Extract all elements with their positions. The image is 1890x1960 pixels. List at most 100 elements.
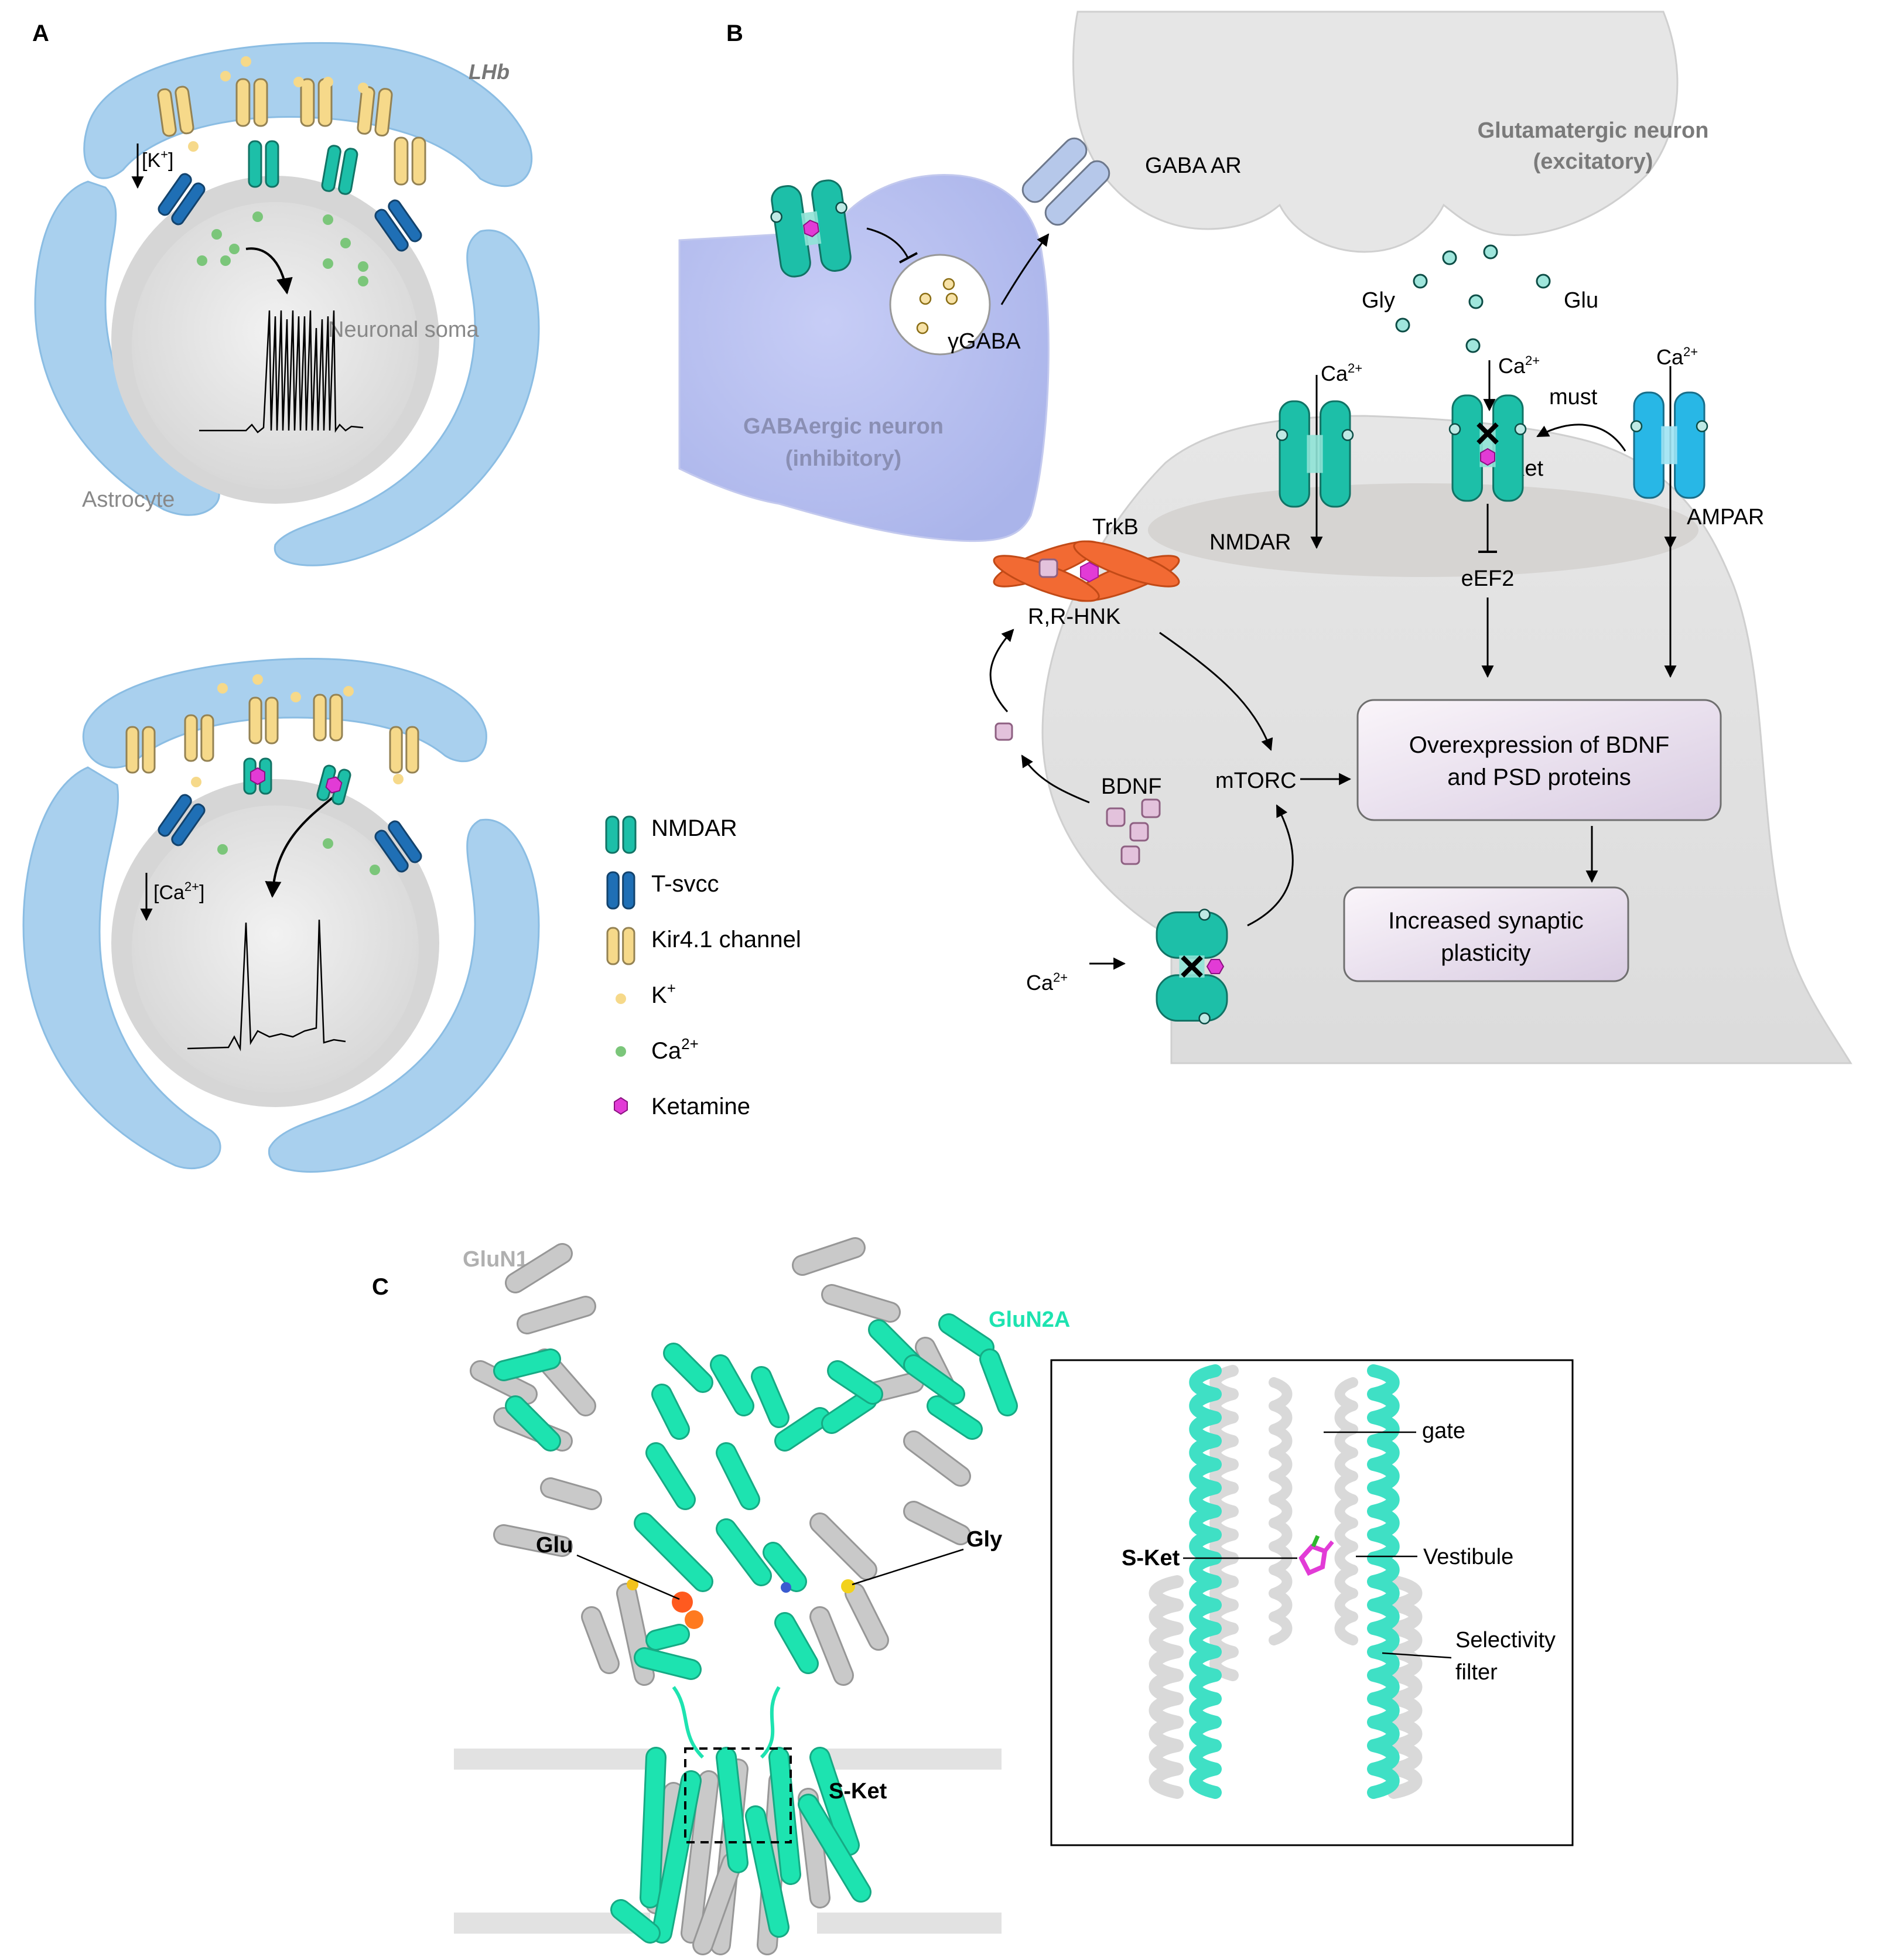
legend-ca-ion-text: Ca2+ — [651, 1035, 699, 1064]
inset-s-ket-label: S-Ket — [1122, 1546, 1180, 1570]
k-ion — [290, 692, 301, 702]
t-svcc-legend-icon — [606, 871, 635, 910]
astrocyte-left — [34, 180, 220, 516]
ketamine-blocked-nmdar — [1448, 394, 1527, 502]
ca-ion — [370, 865, 380, 875]
ca-ion — [197, 255, 207, 266]
gaba-release-arrow — [1000, 233, 1050, 305]
neurotransmitter-molecule — [1465, 338, 1481, 353]
k-ion — [220, 71, 231, 81]
k-ion — [252, 674, 263, 685]
bdnf-cycle-arrow-1 — [989, 629, 1014, 712]
inset-selectivity-label-2: filter — [1455, 1660, 1498, 1685]
neuronal-soma-inner-2 — [132, 805, 419, 1092]
membrane-lower-right — [817, 1913, 1002, 1934]
bdnf-particle — [1129, 822, 1149, 842]
astrocyte-label: Astrocyte — [82, 487, 175, 512]
neurotransmitter-molecule — [1442, 250, 1457, 265]
selectivity-pointer — [1382, 1652, 1452, 1659]
trkb-label: TrkB — [1092, 515, 1139, 539]
postsynaptic-nmdar — [1276, 400, 1354, 508]
panel-a-channels — [125, 56, 426, 875]
kir41-channel — [248, 696, 279, 745]
ca-ion — [323, 214, 333, 225]
ca-ion — [358, 276, 368, 286]
nmdar-channel — [243, 757, 272, 795]
glutamatergic-label-1: Glutamatergic neuron — [1478, 118, 1709, 143]
ca-ion-legend-icon — [616, 1046, 626, 1057]
kir41-channel — [157, 86, 194, 137]
bdnf-cycle-arrow-2 — [1021, 754, 1090, 804]
ca-label-ampar: Ca2+ — [1656, 344, 1698, 369]
s-ket-molecule — [1298, 1535, 1334, 1576]
ca-ion — [252, 211, 263, 222]
rr-hnk-label: R,R-HNK — [1028, 605, 1120, 629]
inset-selectivity-label-1: Selectivity — [1455, 1628, 1556, 1652]
ca-ion — [340, 238, 351, 248]
kir41-legend-icon — [606, 927, 635, 965]
gaba-molecule — [919, 292, 932, 305]
inset-gate-label: gate — [1422, 1419, 1465, 1443]
gly-ligand-small — [781, 1582, 791, 1593]
eef2-label: eEF2 — [1461, 566, 1515, 591]
lhb-label: LHb — [469, 60, 510, 84]
gaba-molecule — [945, 292, 958, 305]
mtorc-label: mTORC — [1215, 769, 1297, 793]
legend-t-svcc-text: T-svcc — [651, 871, 719, 897]
glun1-label: GluN1 — [463, 1247, 528, 1272]
kir41-channel — [125, 726, 156, 774]
k-ion — [217, 683, 228, 694]
neurotransmitter-molecule — [1395, 317, 1410, 333]
legend-ketamine: Ketamine — [614, 1094, 750, 1119]
membrane-upper-left — [454, 1749, 650, 1770]
pore-region-box — [684, 1747, 792, 1843]
ca-influx-arrow — [245, 247, 293, 295]
kir41-channel — [313, 694, 343, 742]
k-ion — [393, 774, 404, 784]
panel-a-letter: A — [32, 21, 49, 46]
bdnf-label: BDNF — [1101, 774, 1161, 799]
glu-ligand — [672, 1592, 693, 1613]
ca-label-bottom: Ca2+ — [1026, 970, 1068, 995]
legend-nmdar-text: NMDAR — [651, 815, 737, 841]
ampar-channel — [1630, 391, 1708, 499]
gaba-molecule — [916, 322, 929, 334]
glu-ligand-small — [627, 1579, 638, 1590]
panel-a-bottom-cell: [Ca2+] — [22, 658, 540, 1173]
neurotransmitter-molecule — [1483, 244, 1498, 259]
gabaergic-label-2: (inhibitory) — [785, 446, 901, 471]
k-ion — [188, 141, 199, 152]
plasticity-text-1: Increased synaptic — [1388, 908, 1584, 934]
extrasynaptic-nmdar — [1156, 909, 1228, 1025]
t-svcc-channel — [158, 794, 206, 846]
ca-ion — [220, 255, 231, 266]
ca-ion — [323, 838, 333, 849]
ca-ion — [217, 844, 228, 855]
gly-pointer — [852, 1548, 964, 1586]
k-ion — [293, 77, 304, 87]
legend-k-ion: K+ — [616, 979, 676, 1008]
glu-label: Glu — [1564, 288, 1598, 313]
neurotransmitter-molecule — [1413, 274, 1428, 289]
astrocyte-left-2 — [22, 766, 221, 1170]
bdnf-released — [994, 722, 1013, 741]
ca-label-nmdar: Ca2+ — [1321, 361, 1362, 385]
legend-kir41-text: Kir4.1 channel — [651, 927, 801, 952]
nmdar-channel — [321, 145, 358, 195]
inset-vestibule-label: Vestibule — [1423, 1545, 1513, 1569]
s-ket-c-label: S-Ket — [829, 1779, 887, 1804]
overexpression-text-2: and PSD proteins — [1447, 764, 1631, 790]
synaptic-cleft-molecules — [1395, 244, 1551, 353]
pore-inset-frame — [1050, 1359, 1574, 1846]
k-ion-legend-icon — [616, 993, 626, 1004]
k-flux-label: [K+] — [142, 147, 173, 172]
neurotransmitter-molecule — [1468, 294, 1484, 309]
must-label: must — [1549, 385, 1598, 409]
t-svcc-channel — [158, 173, 206, 226]
rr-hnk-molecule — [1080, 561, 1099, 583]
gly-c-label: Gly — [966, 1527, 1002, 1552]
legend-ca-ion: Ca2+ — [616, 1035, 699, 1064]
trkb-receptor — [993, 540, 1180, 602]
